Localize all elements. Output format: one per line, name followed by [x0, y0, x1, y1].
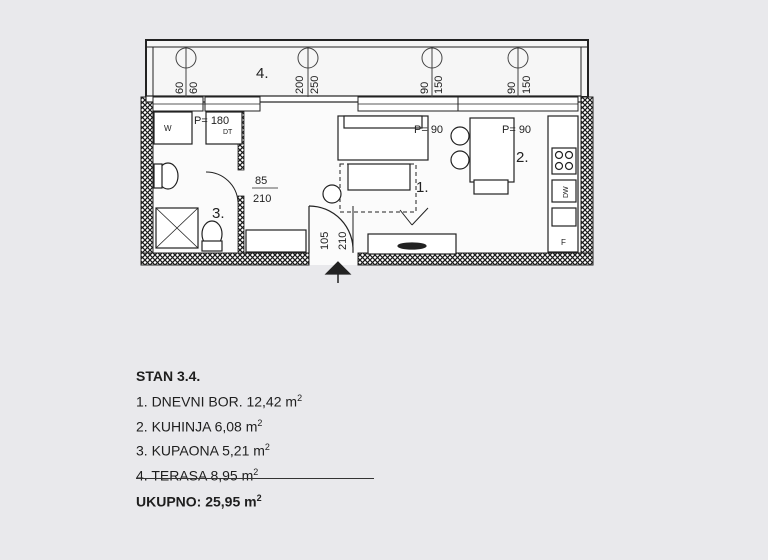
- bathroom-fixtures: [153, 111, 307, 253]
- washing-machine: [153, 111, 193, 145]
- dim-210a: 210: [253, 193, 271, 205]
- terrace: [145, 39, 589, 98]
- dim-200: 200: [294, 76, 306, 94]
- area-legend: STAN 3.4. 1. DNEVNI BOR. 12,42 m2 2. KUH…: [136, 366, 374, 510]
- dim-60b: 60: [188, 82, 200, 94]
- dim-p180: P= 180: [194, 115, 229, 127]
- dim-p90a: P= 90: [414, 124, 443, 136]
- opening-markers: [175, 47, 529, 97]
- label-dt: DT: [223, 129, 233, 136]
- hall-cabinet: [245, 229, 307, 253]
- entrance-door: [308, 205, 354, 283]
- legend-item: 3. KUPAONA 5,21 m2: [136, 442, 270, 459]
- apartment-title: STAN 3.4.: [136, 368, 201, 384]
- dim-p90b: P= 90: [502, 124, 531, 136]
- total-area: UKUPNO: 25,95 m2: [136, 493, 262, 510]
- dim-60a: 60: [174, 82, 186, 94]
- legend-item: 4. TERASA 8,95 m2: [136, 466, 259, 484]
- dim-105: 105: [319, 232, 331, 250]
- dim-250: 250: [309, 76, 321, 94]
- room-label-3: 3.: [212, 205, 225, 222]
- dim-210b: 210: [337, 232, 349, 250]
- dim-150a: 150: [433, 76, 445, 94]
- legend-item: 1. DNEVNI BOR. 12,42 m2: [136, 393, 303, 410]
- dim-85: 85: [255, 175, 267, 187]
- living-room-furniture: [322, 115, 457, 255]
- kitchen-furniture: [450, 115, 579, 253]
- dim-90a: 90: [419, 82, 431, 94]
- label-w: W: [164, 124, 172, 133]
- label-dw: DW: [563, 186, 570, 198]
- room-label-2: 2.: [516, 149, 529, 166]
- room-label-4: 4.: [256, 65, 269, 82]
- coffee-table: [347, 163, 411, 191]
- dim-150b: 150: [521, 76, 533, 94]
- dim-90b: 90: [506, 82, 518, 94]
- legend-divider: [136, 478, 374, 479]
- dryer: [205, 111, 243, 145]
- room-label-1: 1.: [416, 179, 429, 196]
- top-wall-windows: [145, 95, 582, 112]
- legend-item: 2. KUHINJA 6,08 m2: [136, 417, 263, 435]
- label-f: F: [561, 238, 566, 247]
